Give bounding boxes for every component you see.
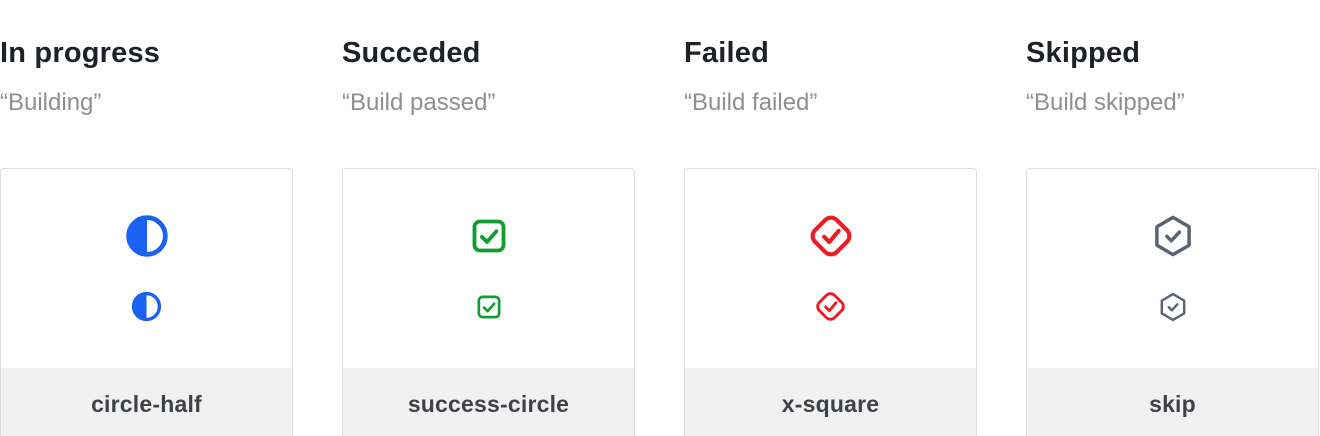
status-column-in-progress: In progress “Building” circle- bbox=[0, 0, 293, 436]
circle-half-icon-small bbox=[131, 291, 162, 322]
circle-half-icon-large bbox=[125, 215, 168, 257]
icon-card-footer: skip bbox=[1027, 368, 1318, 436]
icon-slot-large bbox=[806, 211, 856, 261]
skip-icon-small bbox=[1160, 292, 1185, 321]
column-title: Skipped bbox=[1026, 37, 1141, 69]
icon-name-label: success-circle bbox=[407, 390, 570, 417]
icon-slot-small bbox=[131, 289, 162, 324]
column-subtitle: “Build failed” bbox=[684, 89, 818, 116]
icon-name-label: skip bbox=[1149, 390, 1196, 417]
icon-card: x-square bbox=[684, 168, 977, 436]
icon-card-footer: circle-half bbox=[1, 368, 292, 436]
icon-slot-large bbox=[1150, 211, 1196, 261]
icon-card-body bbox=[685, 169, 976, 368]
icon-name-label: circle-half bbox=[91, 390, 202, 417]
skip-icon-large bbox=[1154, 215, 1191, 257]
icon-slot-small bbox=[475, 289, 503, 324]
icon-slot-small bbox=[813, 289, 848, 324]
icon-slot-large bbox=[125, 211, 169, 261]
column-subtitle: “Build passed” bbox=[342, 89, 496, 116]
column-subtitle: “Build skipped” bbox=[1026, 89, 1185, 116]
column-title: In progress bbox=[0, 37, 161, 69]
icon-card: success-circle bbox=[342, 168, 635, 436]
x-square-icon-small bbox=[816, 292, 845, 321]
icon-card: skip bbox=[1026, 168, 1319, 436]
icon-card-footer: x-square bbox=[685, 368, 976, 436]
icon-card-body bbox=[1, 169, 292, 368]
status-column-failed: Failed “Build failed” x-square bbox=[684, 0, 977, 436]
status-column-skipped: Skipped “Build skipped” skip bbox=[1026, 0, 1319, 436]
column-title: Failed bbox=[684, 37, 769, 69]
icon-slot-large bbox=[469, 211, 509, 261]
icon-card-body bbox=[1027, 169, 1318, 368]
icon-name-label: x-square bbox=[781, 390, 880, 417]
icon-slot-small bbox=[1157, 289, 1189, 324]
success-circle-icon-small bbox=[477, 295, 500, 318]
column-title: Succeded bbox=[342, 37, 481, 69]
icon-card: circle-half bbox=[0, 168, 293, 436]
column-subtitle: “Building” bbox=[0, 89, 102, 116]
success-circle-icon-large bbox=[472, 219, 505, 253]
x-square-icon-large bbox=[810, 215, 851, 257]
status-column-succeded: Succeded “Build passed” succes bbox=[342, 0, 635, 436]
icon-card-body bbox=[343, 169, 634, 368]
icon-card-footer: success-circle bbox=[343, 368, 634, 436]
